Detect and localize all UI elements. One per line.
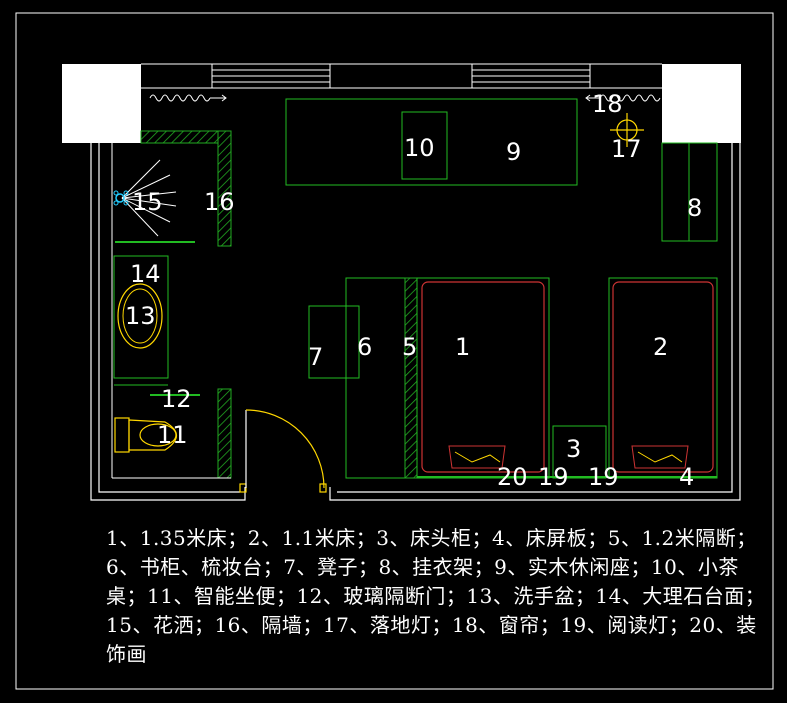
label-10: 10 — [404, 134, 435, 162]
label-8: 8 — [687, 194, 702, 222]
window — [141, 63, 662, 89]
wooden-leisure-seat — [285, 98, 578, 186]
label-11: 11 — [157, 421, 188, 449]
marble-countertop — [113, 255, 169, 379]
entry-door — [239, 409, 327, 493]
column-right — [662, 64, 741, 143]
label-9: 9 — [506, 138, 521, 166]
curtain-right — [585, 94, 661, 102]
label-19b: 19 — [588, 463, 619, 491]
bed-1-pillow — [448, 445, 506, 469]
curtain-left — [149, 94, 227, 102]
label-13: 13 — [125, 302, 156, 330]
partition-1-2m — [404, 277, 418, 479]
bathroom-wall-lower — [217, 388, 232, 479]
label-3: 3 — [566, 435, 581, 463]
label-16: 16 — [204, 188, 235, 216]
label-4: 4 — [679, 463, 694, 491]
toilet-icon — [114, 417, 178, 453]
exterior-walls — [90, 143, 741, 501]
drawing-frame — [15, 12, 774, 690]
label-12: 12 — [161, 385, 192, 413]
label-15: 15 — [132, 188, 163, 216]
label-19a: 19 — [538, 463, 569, 491]
bed-1 — [416, 277, 550, 479]
shower-icon — [113, 159, 177, 237]
bed-2-pillow — [631, 445, 689, 469]
legend-text: 1、1.35米床；2、1.1米床；3、床头柜；4、床屏板；5、1.2米隔断；6、… — [106, 526, 766, 666]
wash-basin — [117, 283, 163, 349]
label-5: 5 — [402, 333, 417, 361]
label-7: 7 — [308, 343, 323, 371]
floor-lamp-icon — [610, 113, 644, 147]
bed-2 — [608, 277, 718, 479]
label-1: 1 — [455, 333, 470, 361]
label-18: 18 — [592, 90, 623, 118]
label-2: 2 — [653, 333, 668, 361]
stool — [308, 305, 360, 379]
nightstand — [552, 425, 607, 479]
label-14: 14 — [130, 260, 161, 288]
column-left — [62, 64, 141, 143]
label-17: 17 — [611, 135, 642, 163]
bathroom-wall-upper — [217, 130, 232, 247]
tea-table — [401, 111, 448, 180]
label-6: 6 — [357, 333, 372, 361]
label-20: 20 — [497, 463, 528, 491]
